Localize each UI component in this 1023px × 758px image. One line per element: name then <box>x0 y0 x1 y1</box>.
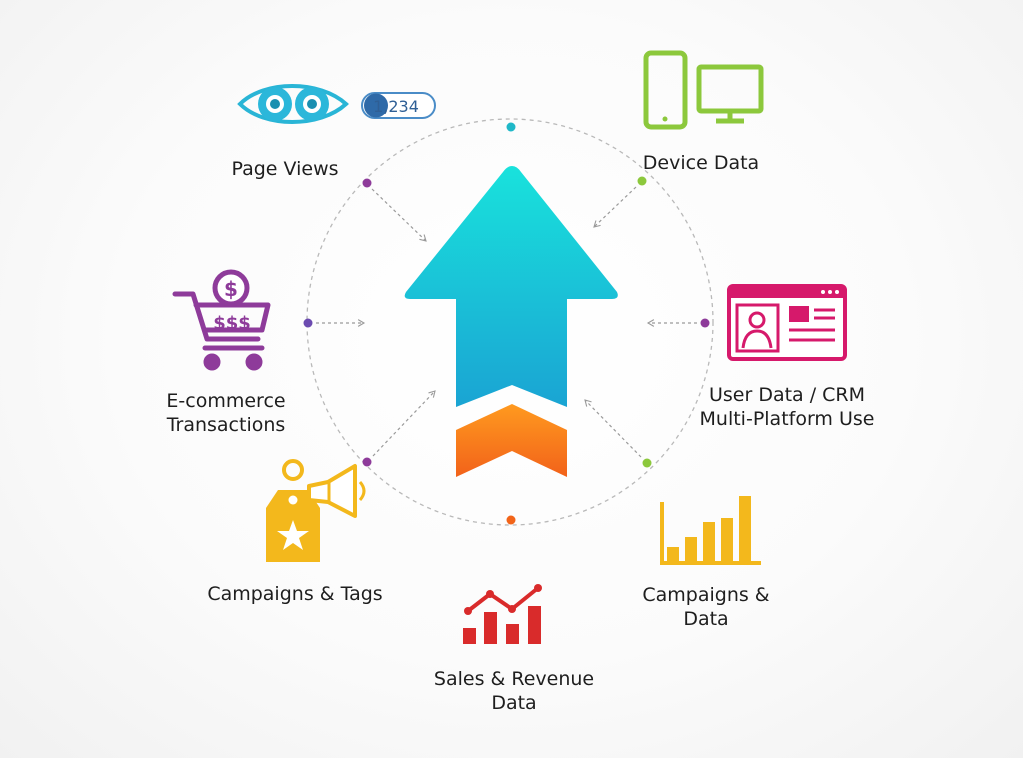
node-dot-right <box>700 318 710 328</box>
connector-arrow-bottom-right <box>584 399 642 458</box>
user-data-label: User Data / CRM Multi-Platform Use <box>696 383 878 431</box>
center-chevron <box>456 404 567 477</box>
ecommerce-label-line2: Transactions <box>166 414 286 436</box>
node-dot-top-left <box>362 178 372 188</box>
campaigns-data-label-line1: Campaigns & <box>642 584 770 606</box>
sales-revenue-label-line2: Data <box>491 692 537 714</box>
campaigns-data-label: Campaigns & Data <box>636 583 776 631</box>
eye-icon <box>237 84 349 124</box>
ecommerce-label: E-commerce Transactions <box>160 389 292 437</box>
center-up-arrow <box>404 166 618 407</box>
campaigns-data-label-line2: Data <box>683 608 729 630</box>
page-views-label: Page Views <box>231 158 339 180</box>
shopping-cart-icon <box>172 269 271 371</box>
bar-chart-icon <box>660 496 761 565</box>
devices-icon <box>643 50 764 130</box>
revenue-chart-icon <box>463 584 542 644</box>
device-data-label: Device Data <box>642 152 760 174</box>
sales-revenue-label: Sales & Revenue Data <box>428 667 600 715</box>
dollar-signs-icon: $$$ <box>213 313 251 334</box>
connector-arrow-top-left <box>371 188 427 242</box>
node-dot-bottom-right <box>642 458 652 468</box>
user-profile-window-icon <box>727 284 847 361</box>
user-data-label-line1: User Data / CRM <box>708 384 866 406</box>
node-dot-top-right <box>637 176 647 186</box>
connector-arrow-bottom-left <box>372 390 436 457</box>
node-dot-top <box>506 122 516 132</box>
page-view-counter: 1,234 <box>373 97 419 116</box>
dollar-coin-icon: $ <box>224 277 238 301</box>
page-view-counter-badge: 1,234 <box>361 92 436 119</box>
node-dot-left <box>303 318 313 328</box>
node-dot-bottom <box>506 515 516 525</box>
user-data-label-line2: Multi-Platform Use <box>699 408 875 430</box>
connector-arrow-top-right <box>593 186 637 228</box>
sales-revenue-label-line1: Sales & Revenue <box>433 668 595 690</box>
tag-megaphone-icon <box>266 459 366 562</box>
node-dot-bottom-left <box>362 457 372 467</box>
ecommerce-label-line1: E-commerce <box>166 390 286 412</box>
campaigns-tags-label: Campaigns & Tags <box>207 583 383 605</box>
orbit-circle <box>306 118 714 526</box>
